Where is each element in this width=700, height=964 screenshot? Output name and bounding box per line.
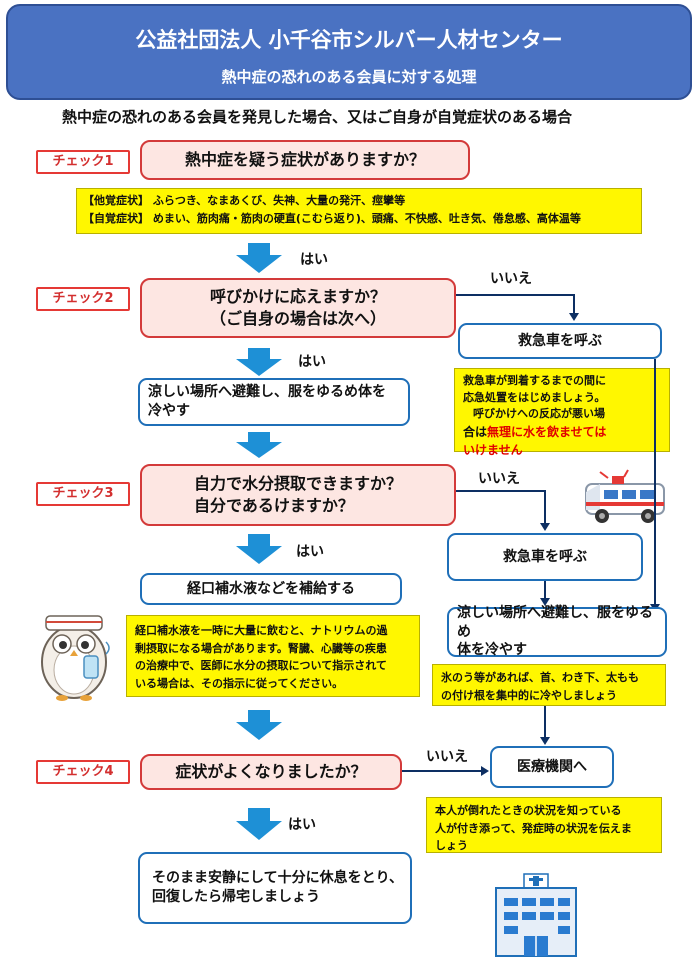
ice-note-line: 氷のう等があれば、首、わき下、太もも: [441, 671, 639, 684]
ambulance-action-1: 救急車を呼ぶ: [458, 323, 662, 359]
connector-line: [402, 770, 482, 772]
cool-down-action-2: 涼しい場所へ避難し、服をゆるめ 体を冷やす: [447, 604, 667, 659]
question-2-line2: （ご自身の場合は次へ）: [209, 309, 386, 328]
yes-label-4: はい: [288, 817, 316, 833]
fluid-note-line: 剰摂取になる場合があります。腎臓、心臓等の疾患: [135, 641, 387, 655]
down-arrow-icon: [236, 710, 282, 740]
owl-mascot-icon: [41, 615, 110, 701]
cool-down-2-line2: 体を冷やす: [457, 642, 527, 659]
connector-line: [573, 294, 575, 314]
question-3-line2: 自分であるけますか？: [193, 496, 354, 515]
cool-down-2-line1: 涼しい場所へ避難し、服をゆるめ: [457, 604, 653, 640]
oral-rehydration-action: 経口補水液などを補給する: [140, 573, 402, 605]
fluid-note-line: いる場合は、その指示に従ってください。: [135, 676, 344, 690]
check-4-label: チェック4: [36, 760, 130, 784]
ambulance-note: 救急車が到着するまでの間に 応急処置をはじめましょう。 呼びかけへの反応が悪い場…: [454, 368, 670, 457]
oral-rehydration-note: 経口補水液を一時に大量に飲むと、ナトリウムの過 剰摂取になる場合があります。腎臓…: [126, 615, 420, 697]
ambulance-action-2: 救急車を呼ぶ: [447, 533, 643, 581]
connector-line: [544, 490, 546, 524]
ambulance-warning-text: 無理に水を飲ませては: [487, 424, 607, 439]
question-2: 呼びかけに応えますか？ （ご自身の場合は次へ）: [140, 278, 456, 338]
question-2-line1: 呼びかけに応えますか？: [209, 287, 386, 307]
question-1-text: 熱中症を疑う症状がありますか？: [184, 150, 425, 170]
oral-rehydration-text: 経口補水液などを補給する: [187, 580, 355, 597]
header-subtitle: 熱中症の恐れのある会員に対する処理: [221, 68, 477, 86]
symptoms-self-row: 【自覚症状】 めまい、筋肉痛・筋肉の硬直(こむら返り)、頭痛、不快感、吐き気、倦…: [83, 210, 635, 228]
down-arrow-icon: [236, 243, 282, 273]
header-banner: 公益社団法人 小千谷市シルバー人材センター 熱中症の恐れのある会員に対する処理: [6, 4, 692, 100]
yes-label-1: はい: [300, 252, 328, 268]
medical-note: 本人が倒れたときの状況を知っている 人が付き添って、発症時の状況を伝えま しょう: [426, 797, 662, 853]
ambulance-note-line: 救急車が到着するまでの間に: [463, 374, 606, 387]
medical-note-line: 人が付き添って、発症時の状況を伝えま: [435, 821, 632, 835]
symptoms-other-text: ふらつき、なまあくび、失神、大量の発汗、痙攣等: [152, 194, 406, 207]
rest-line1: そのまま安静にして十分に休息をとり、: [152, 870, 404, 887]
rest-line2: 回復したら帰宅しましょう: [152, 889, 320, 905]
ambulance-note-line: 応急処置をはじめましょう。: [463, 390, 606, 404]
connector-line: [456, 490, 545, 492]
arrowhead-icon: [481, 766, 489, 776]
cool-down-action: 涼しい場所へ避難し、服をゆるめ体を 冷やす: [138, 378, 410, 426]
check-3-label: チェック3: [36, 482, 130, 506]
question-1: 熱中症を疑う症状がありますか？: [140, 140, 470, 180]
check-1-label: チェック1: [36, 150, 130, 174]
ambulance-note-line: 呼びかけへの反応が悪い場: [473, 407, 605, 420]
no-label-3: いいえ: [478, 471, 520, 487]
connector-line: [544, 706, 546, 738]
symptoms-other-label: 【他覚症状】: [83, 194, 149, 207]
question-4-text: 症状がよくなりましたか？: [175, 762, 367, 782]
medical-facility-action: 医療機関へ: [490, 746, 614, 788]
ambulance-icon: [585, 469, 665, 523]
yes-label-3: はい: [296, 544, 324, 560]
symptoms-self-text: めまい、筋肉痛・筋肉の硬直(こむら返り)、頭痛、不快感、吐き気、倦怠感、高体温等: [152, 212, 581, 226]
symptoms-self-label: 【自覚症状】: [83, 212, 149, 226]
question-3-line1: 自力で水分摂取できますか？: [193, 474, 402, 494]
check-2-label: チェック2: [36, 287, 130, 311]
medical-note-line: しょう: [435, 839, 468, 853]
hospital-icon: [495, 873, 577, 957]
medical-facility-text: 医療機関へ: [517, 758, 587, 775]
cool-down-line1: 涼しい場所へ避難し、服をゆるめ体を: [148, 384, 386, 401]
question-3: 自力で水分摂取できますか？ 自分であるけますか？: [140, 464, 456, 526]
connector-line: [654, 359, 656, 605]
symptoms-note: 【他覚症状】 ふらつき、なまあくび、失神、大量の発汗、痙攣等 【自覚症状】 めま…: [76, 188, 642, 234]
ambulance-action-2-text: 救急車を呼ぶ: [503, 548, 587, 565]
no-label-4: いいえ: [426, 749, 468, 765]
header-title: 公益社団法人 小千谷市シルバー人材センター: [135, 28, 563, 52]
arrowhead-icon: [540, 598, 550, 606]
ambulance-warning-text: いけません: [463, 442, 523, 457]
intro-text: 熱中症の恐れのある会員を発見した場合、又はご自身が自覚症状のある場合: [62, 108, 573, 126]
fluid-note-line: の治療中で、医師に水分の摂取について指示されて: [135, 659, 387, 673]
arrowhead-icon: [540, 523, 550, 531]
ambulance-note-line: 合は: [463, 424, 488, 439]
connector-line: [544, 581, 546, 599]
cool-down-line2: 冷やす: [148, 403, 190, 419]
arrowhead-icon: [540, 737, 550, 745]
arrowhead-icon: [569, 313, 579, 321]
ambulance-action-1-text: 救急車を呼ぶ: [518, 332, 602, 349]
question-4: 症状がよくなりましたか？: [140, 754, 402, 790]
ice-pack-note: 氷のう等があれば、首、わき下、太もも の付け根を集中的に冷やしましょう: [432, 664, 666, 706]
down-arrow-icon: [236, 432, 282, 458]
connector-line: [456, 294, 574, 296]
down-arrow-icon: [236, 808, 282, 840]
ice-note-line: の付け根を集中的に冷やしましょう: [441, 688, 617, 702]
no-label-2: いいえ: [490, 271, 532, 287]
down-arrow-icon: [236, 348, 282, 376]
rest-action: そのまま安静にして十分に休息をとり、 回復したら帰宅しましょう: [138, 852, 412, 924]
medical-note-line: 本人が倒れたときの状況を知っている: [435, 804, 622, 817]
yes-label-2: はい: [298, 354, 326, 370]
fluid-note-line: 経口補水液を一時に大量に飲むと、ナトリウムの過: [135, 624, 388, 637]
symptoms-other-row: 【他覚症状】 ふらつき、なまあくび、失神、大量の発汗、痙攣等: [83, 192, 635, 210]
down-arrow-icon: [236, 534, 282, 564]
